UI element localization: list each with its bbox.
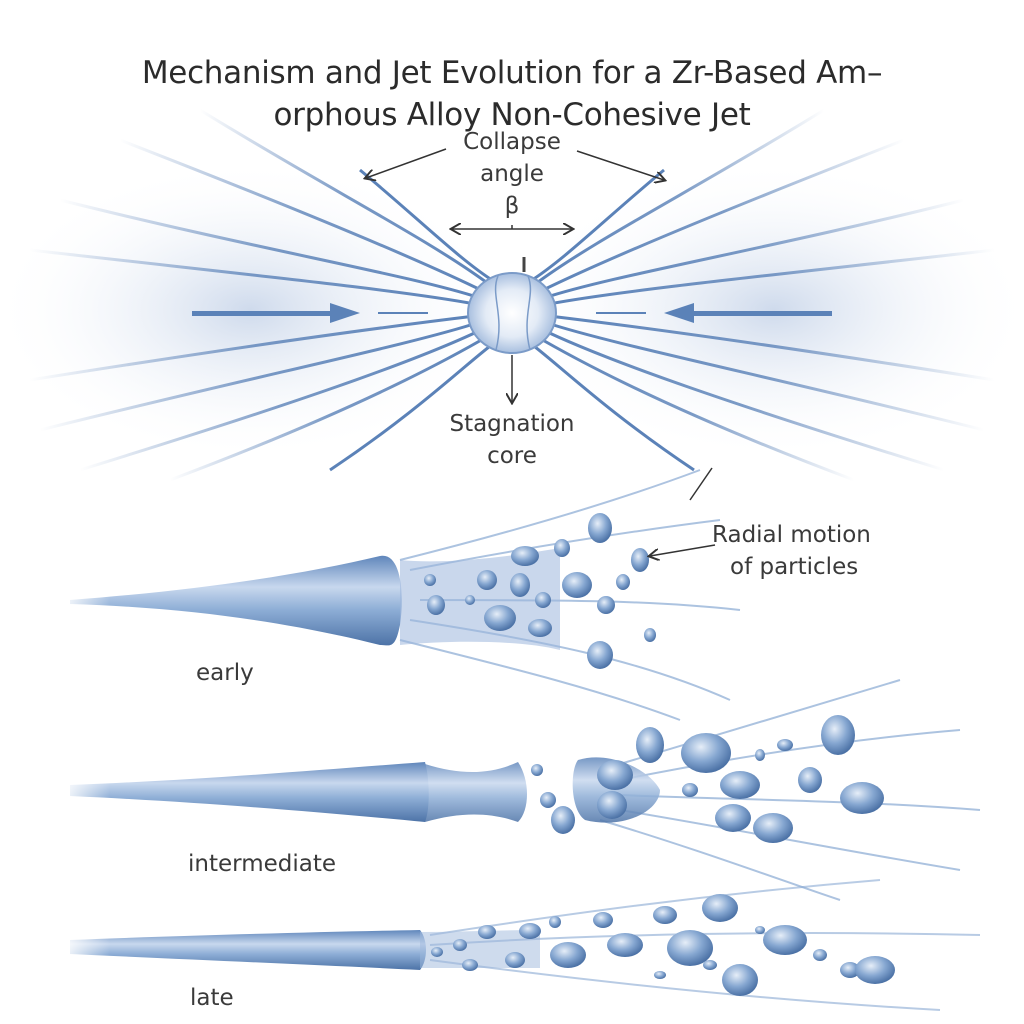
left-flow-shading xyxy=(0,160,510,460)
jet-early xyxy=(60,467,741,721)
radial-motion-pointer xyxy=(650,467,716,556)
right-inflow-arrow xyxy=(596,303,832,323)
collapse-label-line1: Collapse xyxy=(463,129,561,155)
stage-label-late: late xyxy=(190,985,234,1011)
jet-late xyxy=(60,879,981,1011)
collapse-angle-annotation xyxy=(366,148,664,229)
left-flow-lines xyxy=(29,108,499,482)
stagnation-label-line1: Stagnation xyxy=(449,411,575,437)
stagnation-core-label: Stagnation core xyxy=(412,408,612,472)
radial-label-line1: Radial motion xyxy=(712,522,871,548)
radial-motion-label: Radial motion of particles xyxy=(712,519,912,583)
collapse-diagram xyxy=(0,108,1024,482)
late-particles xyxy=(431,894,895,996)
figure-title: Mechanism and Jet Evolution for a Zr-Bas… xyxy=(0,52,1024,136)
title-line-1: Mechanism and Jet Evolution for a Zr-Bas… xyxy=(141,55,883,91)
early-particles xyxy=(424,513,656,669)
right-flow-shading xyxy=(514,160,1024,460)
stage-label-intermediate: intermediate xyxy=(188,851,336,877)
collapse-angle-label: Collapse angle β xyxy=(412,126,612,222)
collapse-label-line2: angle xyxy=(480,161,544,187)
title-line-2: orphous Alloy Non-Cohesive Jet xyxy=(273,97,751,133)
angle-symbol: β xyxy=(504,193,520,219)
stagnation-core xyxy=(467,257,557,354)
left-inflow-arrow xyxy=(192,303,428,323)
stage-label-early: early xyxy=(196,660,254,686)
jet-intermediate xyxy=(60,679,981,901)
intermediate-particles xyxy=(531,715,884,843)
radial-label-line2: of particles xyxy=(730,554,859,580)
stagnation-label-line2: core xyxy=(487,443,537,469)
right-flow-lines xyxy=(525,108,995,482)
